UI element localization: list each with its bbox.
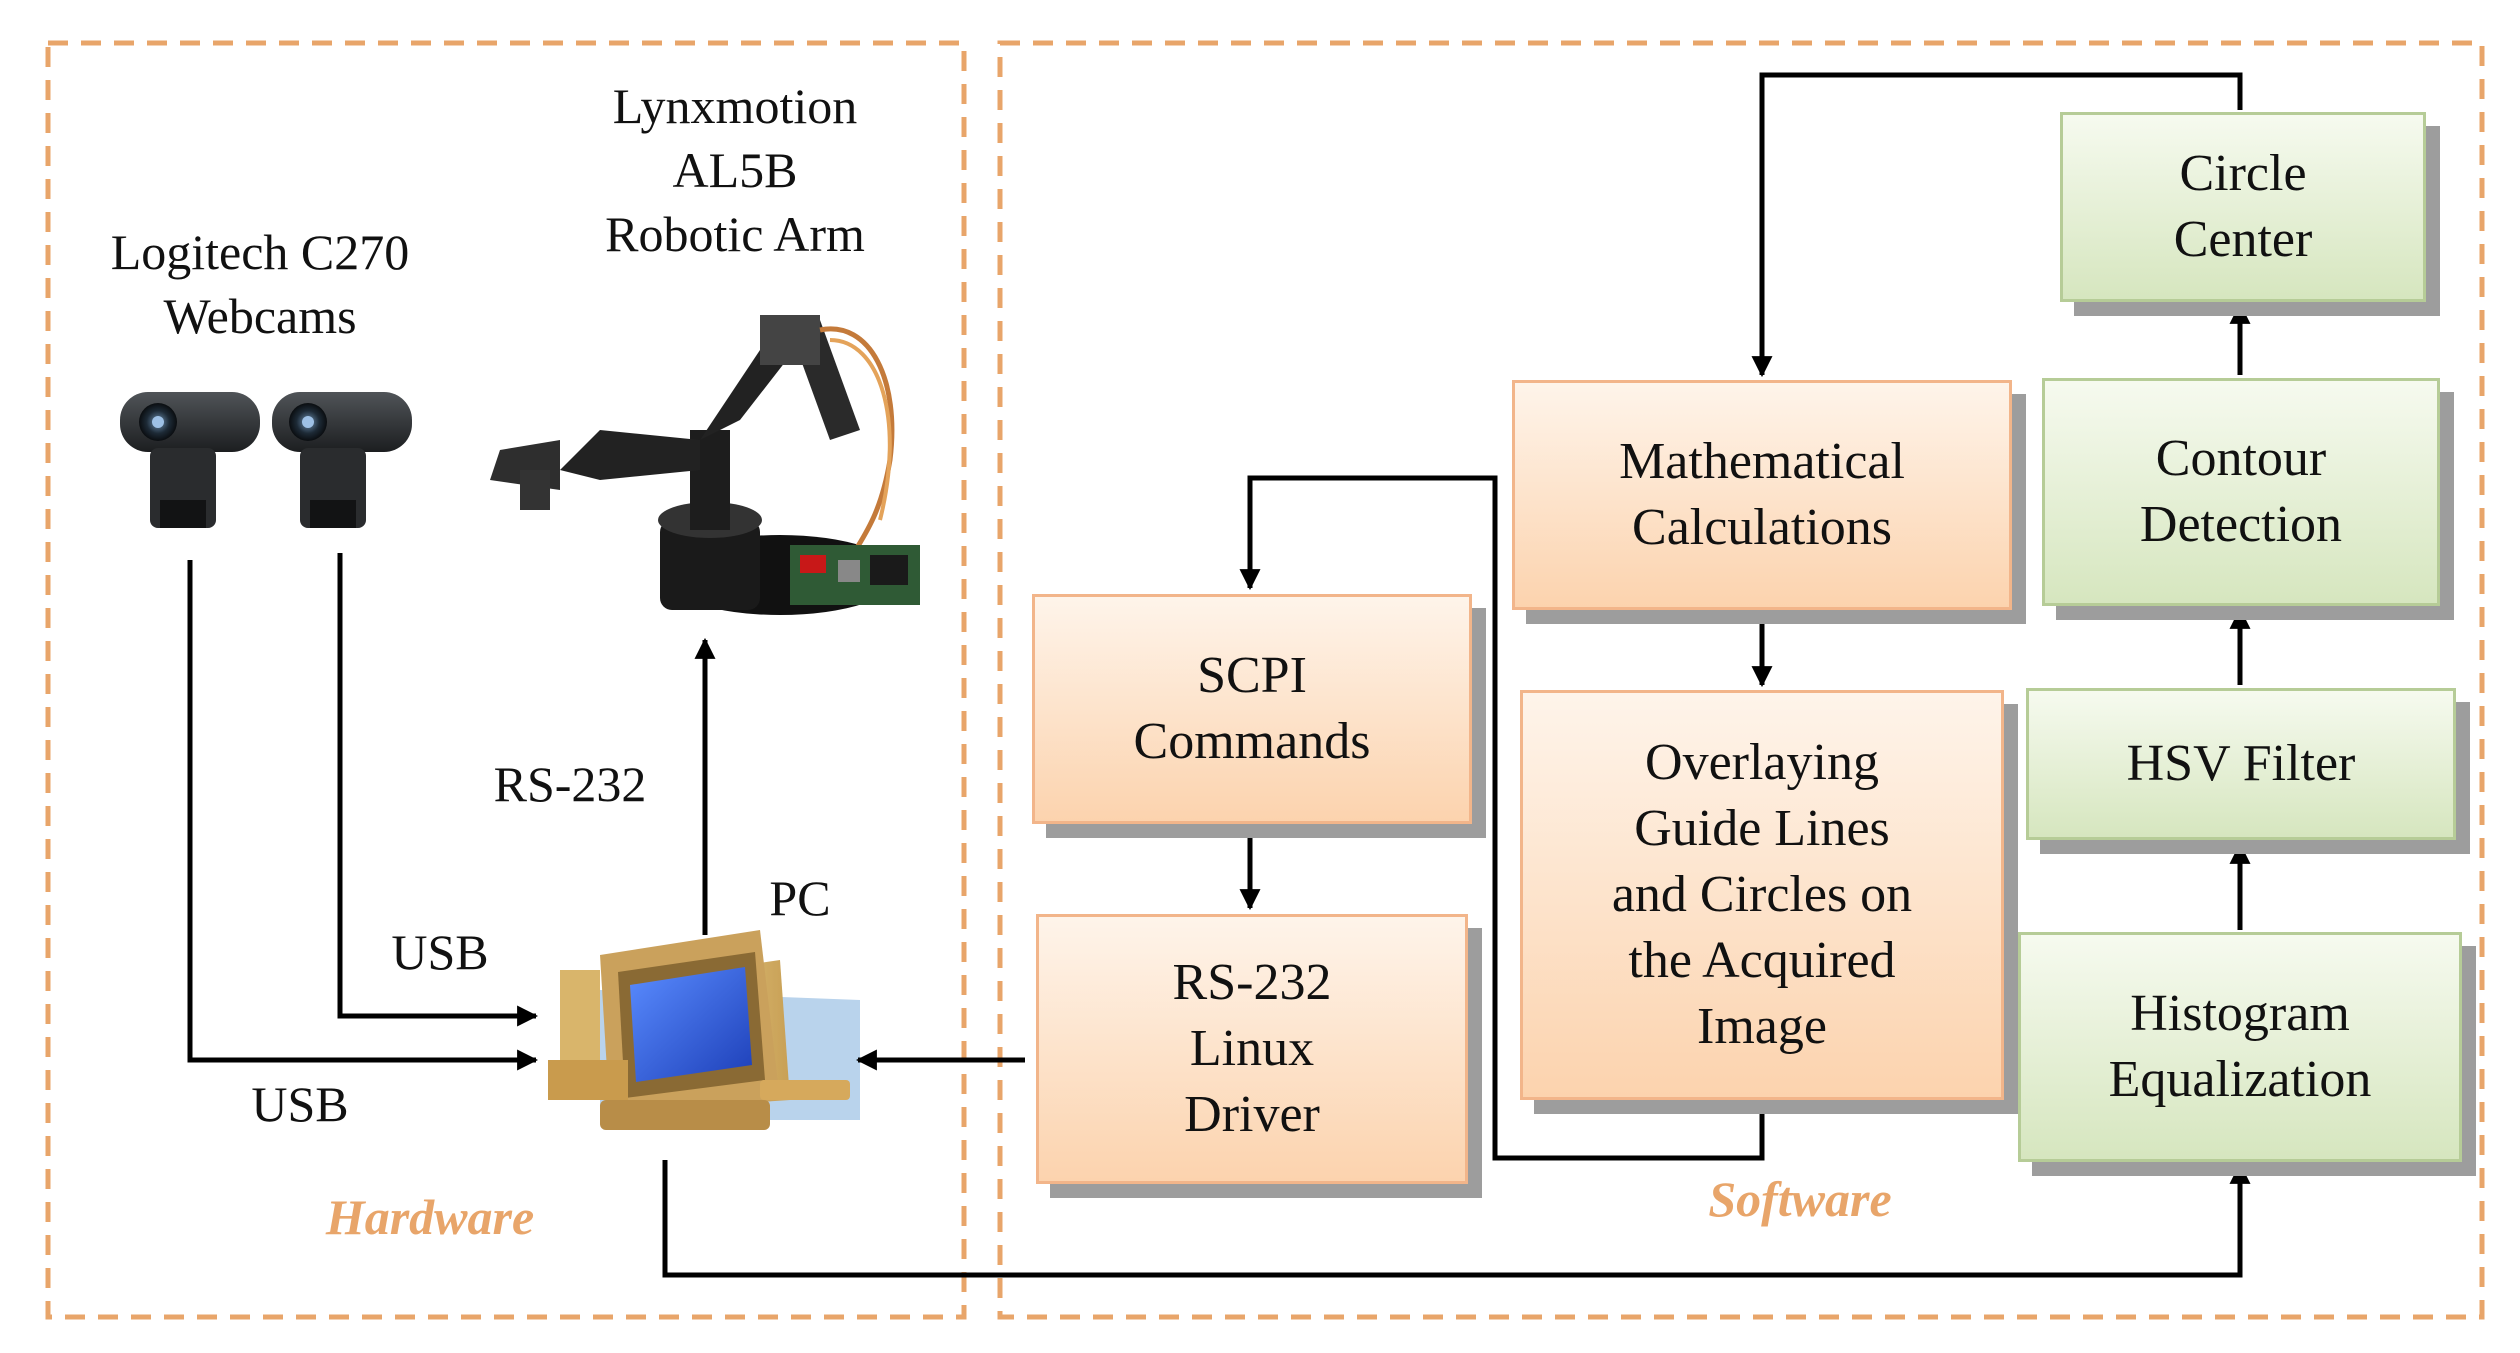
usb-label-lower: USB	[251, 1076, 349, 1132]
robotic-arm-label: Lynxmotion AL5B Robotic Arm	[605, 78, 865, 262]
histogram-equalization-box: Histogram Equalization	[2018, 932, 2462, 1162]
rs232-label: RS-232	[493, 756, 647, 812]
usb-label-upper: USB	[391, 924, 489, 980]
webcam-label: Logitech C270 Webcams	[110, 224, 410, 344]
pc-label: PC	[769, 870, 831, 926]
contour-detection-box: Contour Detection	[2042, 378, 2440, 606]
robotic-arm-icon	[490, 315, 920, 615]
software-frame	[997, 40, 2485, 1320]
pc-icon	[548, 930, 860, 1130]
hsv-filter-box: HSV Filter	[2026, 688, 2456, 840]
overlay-to-scpi-connector	[1239, 475, 1765, 1161]
hardware-frame	[45, 40, 967, 1320]
circle-center-box: Circle Center	[2060, 112, 2426, 302]
webcam-right-icon	[272, 392, 412, 528]
circle-to-math-connector	[1751, 72, 2243, 378]
software-section-label: Software	[1708, 1171, 1892, 1227]
hardware-section-label: Hardware	[325, 1189, 535, 1245]
webcam-left-icon	[120, 392, 260, 528]
rs232-driver-box: RS-232 Linux Driver	[1036, 914, 1468, 1184]
scpi-commands-box: SCPI Commands	[1032, 594, 1472, 824]
overlay-guidelines-box: Overlaying Guide Lines and Circles on th…	[1520, 690, 2004, 1100]
usb-right-connector	[337, 553, 539, 1027]
pc-to-histogram-connector	[662, 1160, 2251, 1278]
math-calculations-box: Mathematical Calculations	[1512, 380, 2012, 610]
usb-left-connector	[187, 560, 539, 1071]
